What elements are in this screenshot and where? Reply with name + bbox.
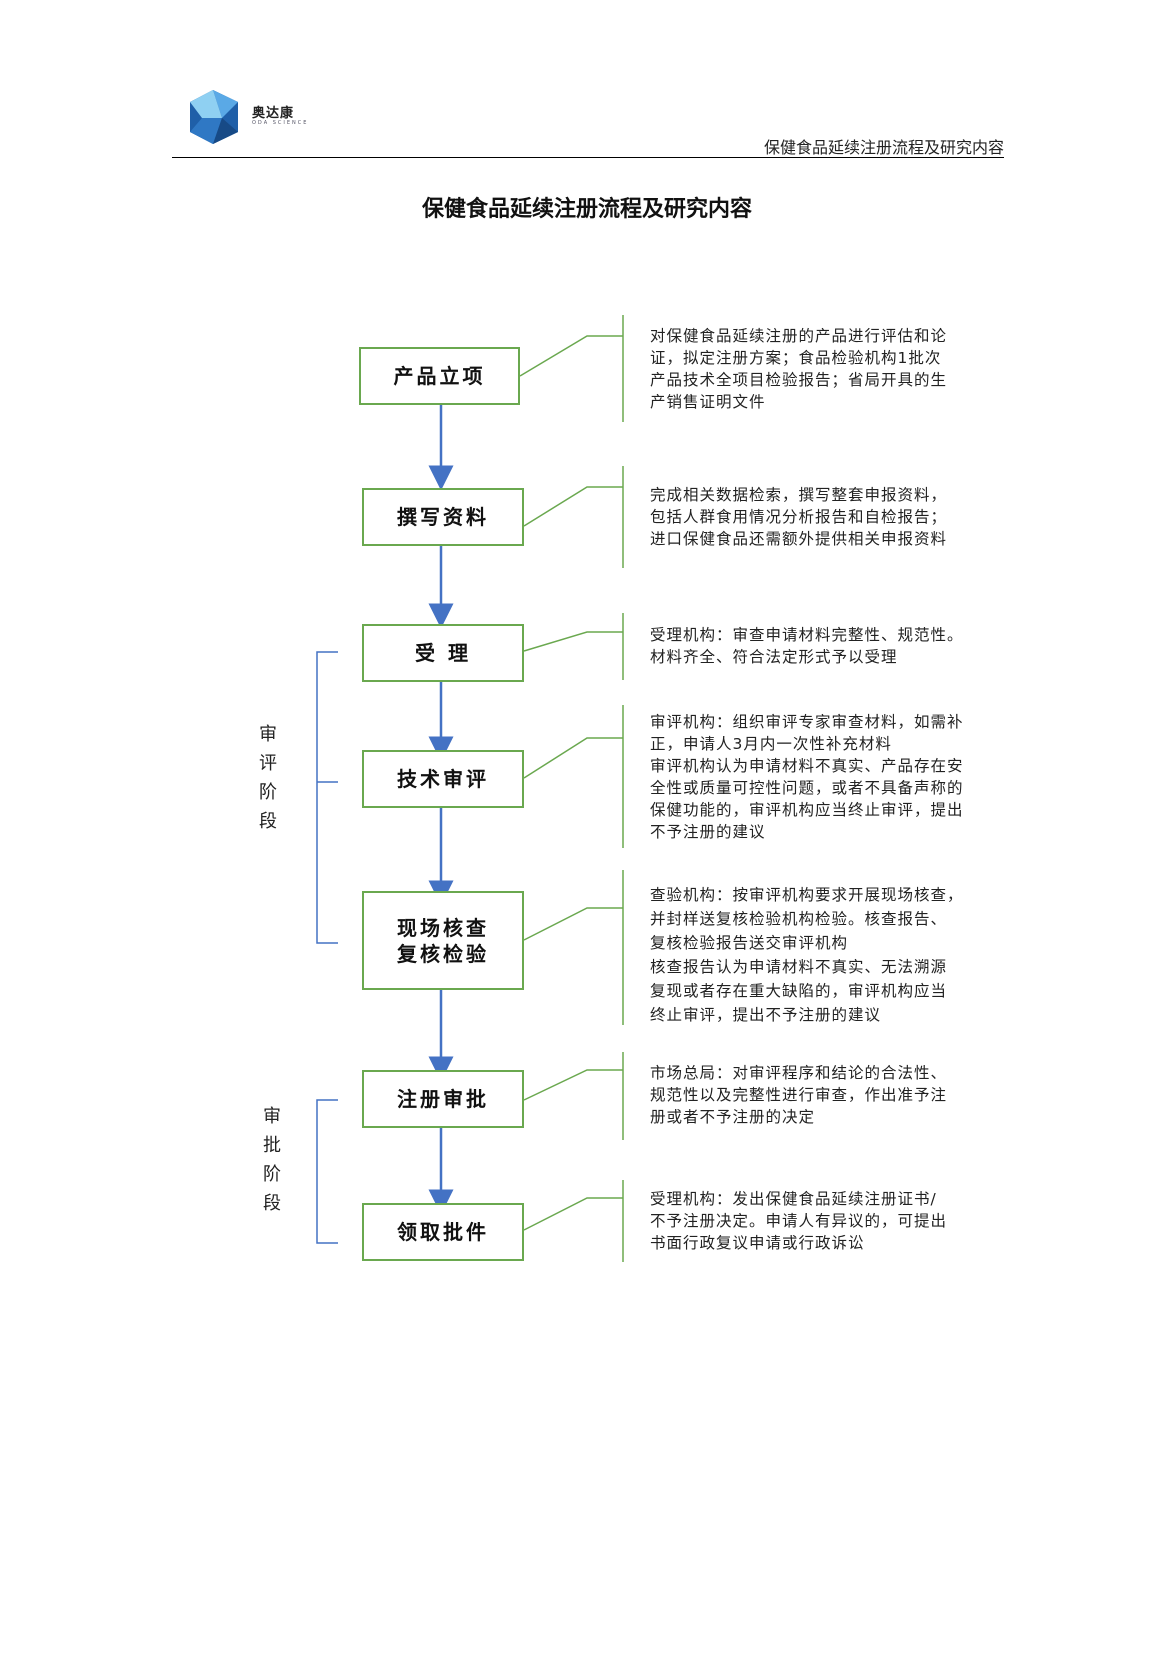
header-title: 保健食品延续注册流程及研究内容 <box>763 138 1004 157</box>
connector-line <box>523 1069 623 1101</box>
logo-mark-icon <box>190 90 238 144</box>
step-box-collect-approval: 领取批件 <box>362 1203 524 1261</box>
step-box-product-initiation: 产品立项 <box>359 347 520 405</box>
connector-line <box>523 486 623 527</box>
company-logo: 奥达康 ODA SCIENCE <box>188 88 318 148</box>
step-description-write-materials: 完成相关数据检索，撰写整套申报资料， 包括人群食用情况分析报告和自检报告； 进口… <box>650 486 948 548</box>
step-description-technical-review: 审评机构：组织审评专家审查材料，如需补 正，申请人3月内一次性补充材料 审评机构… <box>650 713 964 841</box>
step-description-onsite-inspection: 查验机构：按审评机构要求开展现场核查， 并封样送复核检验机构检验。核查报告、 复… <box>650 886 964 1024</box>
review-stage-label: 审 评 阶 段 <box>259 724 277 832</box>
header-divider <box>172 157 1004 158</box>
connector-line <box>523 907 623 941</box>
step-box-acceptance: 受 理 <box>362 624 524 682</box>
step-description-product-initiation: 对保健食品延续注册的产品进行评估和论 证，拟定注册方案；食品检验机构1批次 产品… <box>650 327 948 411</box>
step-box-write-materials: 撰写资料 <box>362 488 524 546</box>
connector-line <box>523 1197 623 1231</box>
step-box-onsite-inspection: 现场核查 复核检验 <box>362 891 524 990</box>
step-description-acceptance: 受理机构：审查申请材料完整性、规范性。 材料齐全、符合法定形式予以受理 <box>650 626 964 666</box>
logo-subtitle: ODA SCIENCE <box>252 120 309 126</box>
step-box-registration-approval: 注册审批 <box>362 1070 524 1128</box>
step-description-collect-approval: 受理机构：发出保健食品延续注册证书/ 不予注册决定。申请人有异议的，可提出 书面… <box>650 1190 948 1252</box>
logo-name: 奥达康 <box>252 106 295 121</box>
step-description-registration-approval: 市场总局：对审评程序和结论的合法性、 规范性以及完整性进行审查，作出准予注 册或… <box>650 1064 948 1126</box>
connector-line <box>519 335 623 377</box>
review-stage-bracket <box>316 651 338 944</box>
approval-stage-bracket <box>316 1099 338 1244</box>
page-title: 保健食品延续注册流程及研究内容 <box>421 197 752 222</box>
step-box-technical-review: 技术审评 <box>362 750 524 808</box>
connector-line <box>523 631 623 652</box>
approval-stage-label: 审 批 阶 段 <box>263 1106 281 1214</box>
connector-line <box>523 737 623 779</box>
